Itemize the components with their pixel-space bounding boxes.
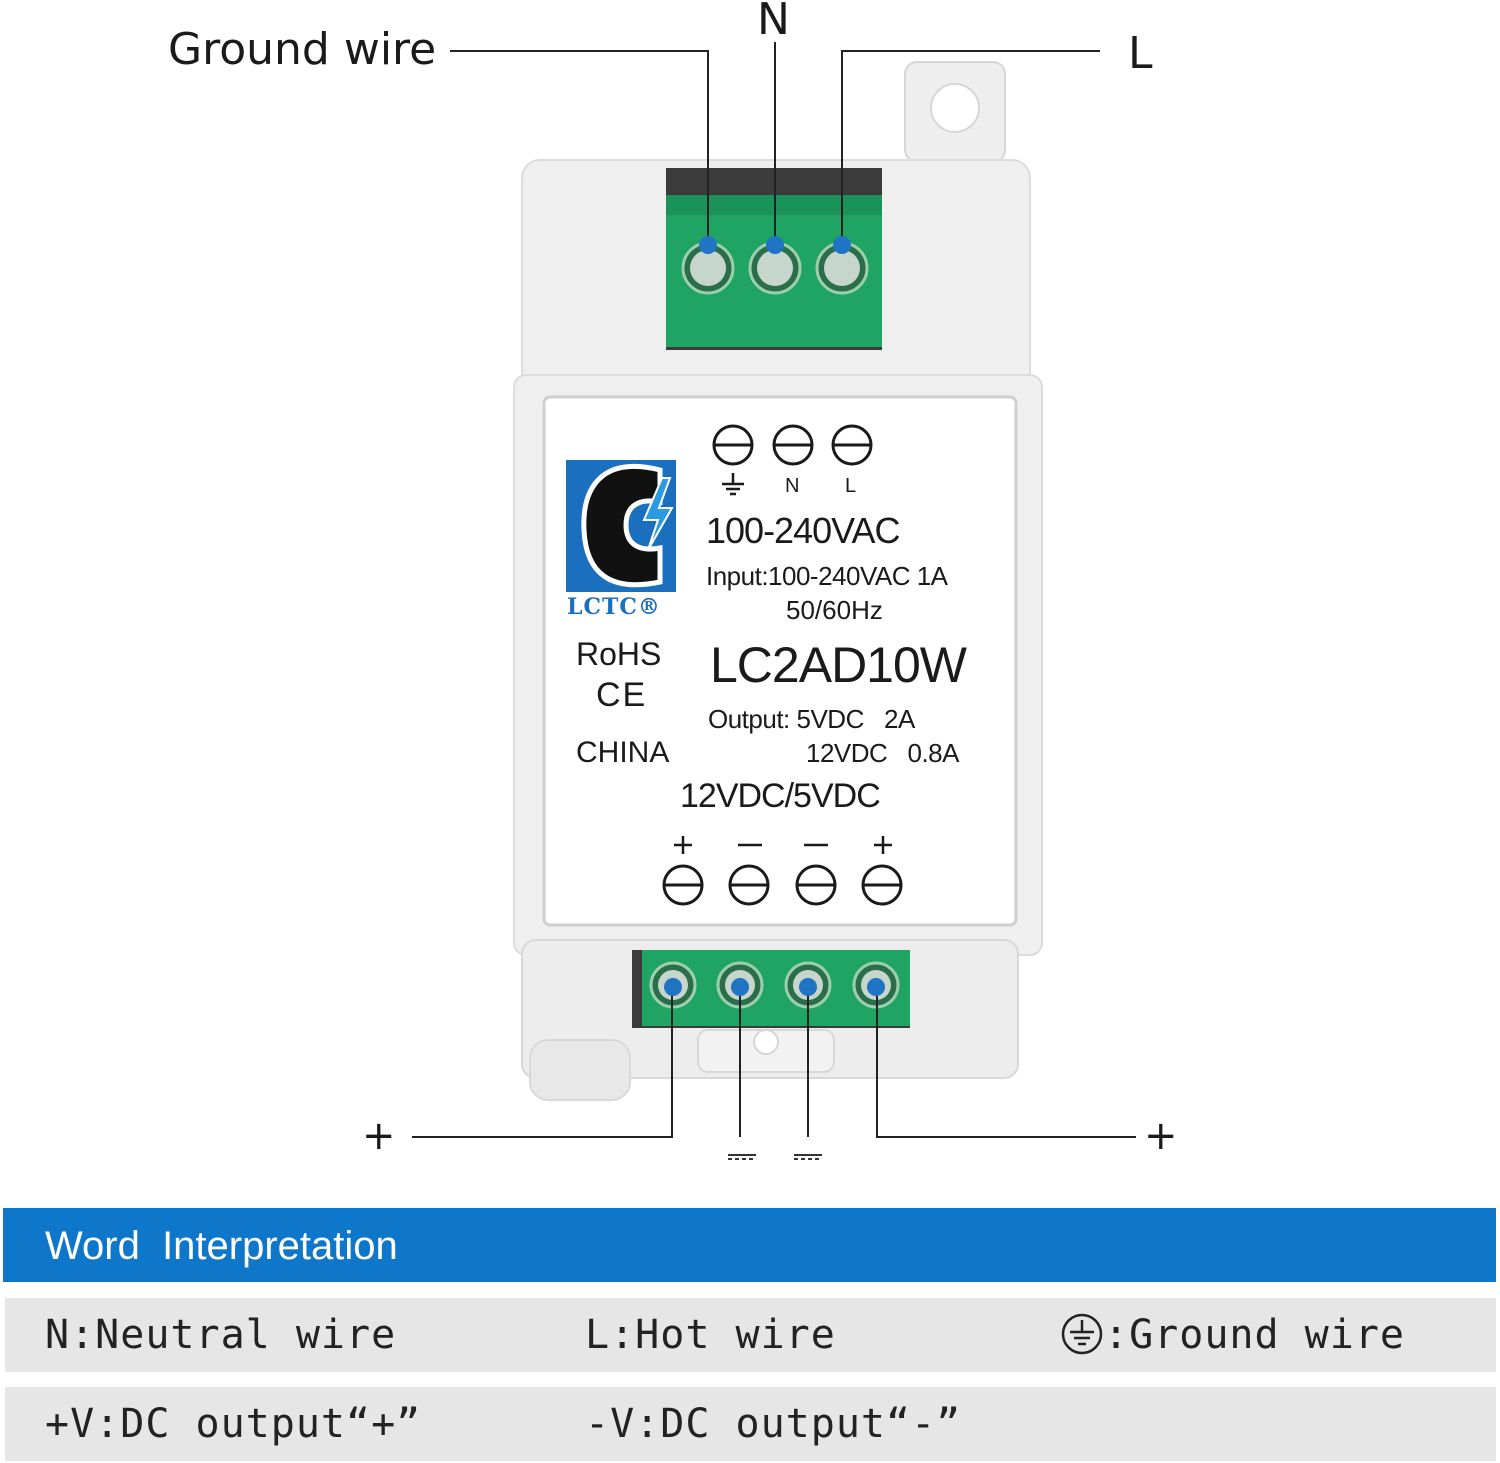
bottom-terminal-block	[632, 950, 910, 1028]
dot-n	[766, 236, 784, 254]
output-terminal-circle	[795, 864, 837, 906]
dc-plus-definition: +V:DC output“+”	[45, 1401, 422, 1447]
plus-sign-icon	[874, 836, 892, 854]
voltage-range: 100-240VAC	[706, 510, 900, 551]
model-number: LC2AD10W	[710, 637, 967, 693]
callout-neutral: N	[757, 0, 790, 45]
screw-l	[815, 241, 869, 295]
lctc-logo	[566, 460, 676, 592]
output-spec-12v: 12VDC 0.8A	[806, 738, 959, 768]
dot-l	[833, 236, 851, 254]
plus-sign-icon	[674, 836, 692, 854]
origin-text: CHINA	[576, 736, 670, 769]
ground-definition-cell: :Ground wire	[1060, 1312, 1405, 1358]
leader-lines-top	[450, 42, 1100, 245]
dot-plus-2	[867, 978, 885, 996]
leader-plus-left	[412, 985, 673, 1138]
terminal-symbol-l	[831, 424, 873, 466]
dot-plus-1	[664, 978, 682, 996]
callout-plus-right: +	[1144, 1113, 1178, 1159]
dc-minus-definition: -V:DC output“-”	[585, 1401, 962, 1447]
screw-ground	[681, 241, 735, 295]
input-spec: Input:100-240VAC 1A	[706, 561, 948, 591]
output-terminal-circle	[662, 864, 704, 906]
input-terminal-symbols	[712, 424, 873, 496]
callout-live: L	[1128, 28, 1153, 79]
ground-circle-icon	[1061, 1313, 1103, 1355]
dot-ground	[699, 236, 717, 254]
neutral-definition: N:Neutral wire	[45, 1312, 397, 1358]
dc-symbol-icon	[728, 1154, 756, 1160]
word-interpretation-title: Word Interpretation	[45, 1224, 398, 1268]
hot-definition: L:Hot wire	[585, 1312, 836, 1358]
terminal-label-l: L	[845, 475, 857, 497]
leader-lines-bottom	[412, 985, 1136, 1138]
terminal-symbol-ground	[712, 424, 754, 466]
callout-plus-left: +	[362, 1113, 396, 1159]
dc-symbol-icon	[794, 1154, 822, 1160]
terminal-label-n: N	[785, 475, 800, 497]
connection-dots	[664, 236, 885, 996]
output-terminal-circle	[861, 864, 903, 906]
mounting-tab-top	[904, 61, 1006, 163]
terminal-symbol-n	[772, 424, 814, 466]
earth-symbol-icon	[722, 473, 744, 496]
output-spec-5v: Output: 5VDC 2A	[708, 704, 915, 734]
screw-n	[748, 241, 802, 295]
dot-minus-1	[731, 978, 749, 996]
leader-ground	[450, 50, 709, 245]
frequency-spec: 50/60Hz	[786, 595, 883, 625]
output-terminal-symbols	[662, 836, 903, 906]
brand-name: LCTC®	[567, 594, 661, 620]
interpretation-row: +V:DC output“+” -V:DC output“-”	[5, 1387, 1496, 1461]
callout-ground-wire: Ground wire	[168, 24, 437, 75]
output-terminal-circle	[728, 864, 770, 906]
leader-plus-right	[876, 985, 1136, 1138]
ce-mark: CE	[596, 676, 648, 714]
rohs-mark: RoHS	[576, 636, 662, 672]
interpretation-row: N:Neutral wire L:Hot wire :Ground wire	[5, 1298, 1496, 1372]
ground-definition: :Ground wire	[1104, 1312, 1405, 1358]
leader-l	[841, 50, 1100, 245]
dc-outputs: 12VDC/5VDC	[680, 777, 881, 815]
dot-minus-2	[799, 978, 817, 996]
word-interpretation-header: Word Interpretation	[3, 1208, 1496, 1282]
power-supply-diagram	[412, 42, 1136, 1160]
